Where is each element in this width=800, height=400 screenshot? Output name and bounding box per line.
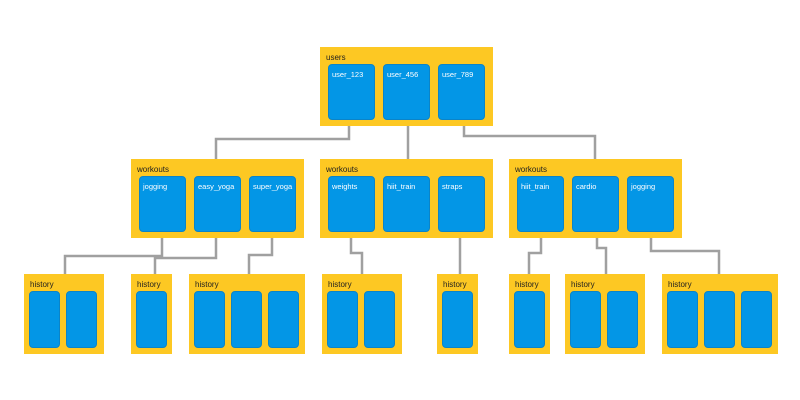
group-label: users [326,53,346,62]
history-card[interactable] [364,291,395,348]
group-history-1: history [24,274,104,354]
card-jogging[interactable]: jogging [627,176,674,232]
card-cardio[interactable]: cardio [572,176,619,232]
connector-jogging-history-1 [63,232,164,276]
history-card[interactable] [704,291,735,348]
card-straps[interactable]: straps [438,176,485,232]
card-label: jogging [143,182,168,191]
group-users: users user_123 user_456 user_789 [320,47,493,126]
card-user-456[interactable]: user_456 [383,64,430,120]
card-user-123[interactable]: user_123 [328,64,375,120]
card-label: jogging [631,182,656,191]
group-label: workouts [137,165,170,174]
group-history-2: history [131,274,172,354]
history-card[interactable] [327,291,358,348]
connector-hiittrain-history-6 [527,232,543,276]
card-label: weights [332,182,358,191]
history-card[interactable] [29,291,60,348]
group-label: history [137,280,161,289]
group-history-3: history [189,274,305,354]
history-card[interactable] [194,291,225,348]
group-workouts-1: workouts jogging easy_yoga super_yoga [131,159,304,238]
group-label: history [668,280,692,289]
card-weights[interactable]: weights [328,176,375,232]
group-label: workouts [515,165,548,174]
history-card[interactable] [442,291,473,348]
group-label: workouts [326,165,359,174]
history-card[interactable] [607,291,638,348]
history-card[interactable] [667,291,698,348]
group-label: history [328,280,352,289]
card-label: hiit_train [521,182,550,191]
card-label: straps [442,182,463,191]
group-label: history [515,280,539,289]
card-jogging[interactable]: jogging [139,176,186,232]
history-card[interactable] [136,291,167,348]
card-label: user_789 [442,70,474,79]
card-label: easy_yoga [198,182,235,191]
connector-users-workouts-3 [462,124,597,160]
group-workouts-3: workouts hiit_train cardio jogging [509,159,682,238]
group-label: history [571,280,595,289]
card-hiit-train[interactable]: hiit_train [383,176,430,232]
group-workouts-2: workouts weights hiit_train straps [320,159,493,238]
group-label: history [195,280,219,289]
group-history-7: history [565,274,645,354]
history-card[interactable] [66,291,97,348]
history-card[interactable] [741,291,772,348]
history-card[interactable] [514,291,545,348]
connector-users-workouts-1 [214,124,351,160]
group-history-5: history [437,274,478,354]
card-easy-yoga[interactable]: easy_yoga [194,176,241,232]
connector-weights-history-4 [349,232,364,276]
card-label: user_123 [332,70,364,79]
connector-cardio-history-7 [595,232,608,276]
connector-superyoga-history-3 [247,232,274,276]
card-label: user_456 [387,70,419,79]
history-card[interactable] [570,291,601,348]
card-user-789[interactable]: user_789 [438,64,485,120]
card-label: cardio [576,182,597,191]
card-hiit-train[interactable]: hiit_train [517,176,564,232]
group-history-6: history [509,274,550,354]
group-label: history [443,280,467,289]
group-history-8: history [662,274,778,354]
card-label: super_yoga [253,182,293,191]
card-super-yoga[interactable]: super_yoga [249,176,296,232]
connector-jogging-history-8 [649,232,721,276]
history-card[interactable] [268,291,299,348]
card-label: hiit_train [387,182,416,191]
history-card[interactable] [231,291,262,348]
group-history-4: history [322,274,402,354]
connector-easyyoga-history-2 [153,232,218,276]
group-label: history [30,280,54,289]
